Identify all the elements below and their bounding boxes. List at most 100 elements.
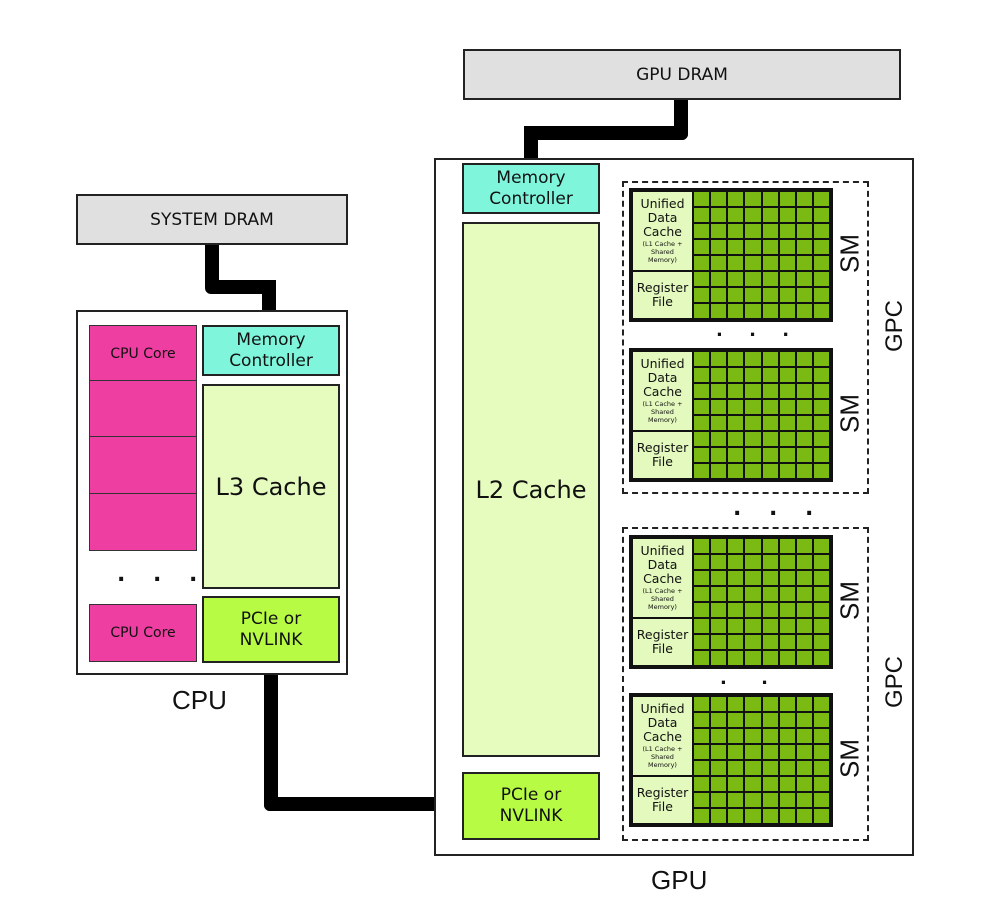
sm-core-cell	[779, 400, 795, 414]
sm-core-cell	[796, 224, 812, 238]
sm-core-cell	[711, 777, 727, 791]
sm-core-cell	[813, 651, 829, 665]
cpu-core-label: CPU Core	[110, 345, 176, 362]
sm-core-cell	[762, 464, 778, 478]
sm-core-cell	[762, 384, 778, 398]
sm-core-cell	[711, 224, 727, 238]
sm-core-cell	[779, 464, 795, 478]
sm-core-cell	[694, 603, 710, 617]
sm-core-cell	[711, 571, 727, 585]
sm-core-cell	[813, 464, 829, 478]
sm-core-cell	[813, 587, 829, 601]
sm-core-grid	[694, 192, 829, 318]
sm-core-cell	[745, 619, 761, 633]
sm-label: SM	[834, 581, 865, 620]
sm-core-cell	[745, 651, 761, 665]
cpu-label: CPU	[172, 685, 227, 715]
sm-core-cell	[745, 777, 761, 791]
pcie-wire-a	[264, 661, 278, 811]
sm-core-cell	[745, 809, 761, 823]
sm-core-cell	[728, 809, 744, 823]
sm-core-cell	[711, 272, 727, 286]
sm-core-cell	[796, 651, 812, 665]
sm-core-cell	[711, 240, 727, 254]
unified-data-cache-label: Unified	[640, 356, 685, 372]
sm-core-grid	[694, 697, 829, 823]
sm-core-cell	[762, 619, 778, 633]
sm-core-cell	[813, 416, 829, 430]
sm-core-cell	[813, 809, 829, 823]
sm-core-cell	[728, 464, 744, 478]
sm-core-cell	[745, 368, 761, 382]
sm-core-cell	[779, 635, 795, 649]
gpu-dram-label: GPU DRAM	[636, 64, 728, 85]
sm-core-cell	[694, 651, 710, 665]
gpu-label: GPU	[651, 865, 708, 895]
sm-core-cell	[711, 635, 727, 649]
l2-cache: L2 Cache	[462, 222, 600, 757]
sm-core-cell	[728, 635, 744, 649]
sm-core-cell	[745, 192, 761, 206]
sm-core-cell	[796, 539, 812, 553]
sm-core-cell	[694, 761, 710, 775]
sm-core-cell	[762, 761, 778, 775]
sm-core-cell	[779, 777, 795, 791]
sm-core-cell	[711, 400, 727, 414]
memory-controller-line2: Controller	[229, 350, 313, 371]
sm-core-cell	[779, 603, 795, 617]
sm-core-cell	[779, 288, 795, 302]
sm-core-cell	[779, 416, 795, 430]
sm-core-cell	[796, 745, 812, 759]
sm-core-cell	[711, 651, 727, 665]
sm-core-cell	[796, 635, 812, 649]
cpu-core	[89, 436, 197, 495]
sm-core-cell	[745, 208, 761, 222]
sm-core-cell	[694, 555, 710, 569]
cpu-core: CPU Core	[89, 604, 197, 662]
sm-core-cell	[813, 384, 829, 398]
interconnect-line2: NVLINK	[239, 629, 303, 650]
gpu-dram-wire-c	[524, 126, 538, 164]
sm-core-cell	[762, 416, 778, 430]
interconnect-line2: NVLINK	[499, 806, 563, 826]
sm-core-cell	[813, 729, 829, 743]
unified-data-cache-label: Data	[647, 557, 678, 573]
sm-core-cell	[813, 192, 829, 206]
sm-core-cell	[813, 697, 829, 711]
sm-core-cell	[796, 464, 812, 478]
sm-core-cell	[813, 400, 829, 414]
sm-core-cell	[745, 464, 761, 478]
sm-core-cell	[694, 571, 710, 585]
sm-core-cell	[728, 619, 744, 633]
cpu-core: CPU Core	[89, 325, 197, 382]
sm-core-cell	[813, 571, 829, 585]
gpu-interconnect: PCIe or NVLINK	[462, 772, 600, 840]
sm-core-cell	[796, 571, 812, 585]
sm-core-cell	[728, 192, 744, 206]
unified-data-cache-label: Unified	[640, 196, 685, 212]
sm-core-cell	[728, 651, 744, 665]
sm-core-cell	[779, 793, 795, 807]
sm-core-cell	[728, 224, 744, 238]
sm-core-cell	[694, 224, 710, 238]
sm-core-cell	[813, 793, 829, 807]
sm-core-cell	[745, 224, 761, 238]
sm-core-cell	[813, 288, 829, 302]
sm-core-cell	[762, 256, 778, 270]
sm-core-cell	[728, 539, 744, 553]
unified-data-cache-label: Unified	[640, 543, 685, 559]
sm-core-cell	[728, 416, 744, 430]
sm-core-cell	[745, 713, 761, 727]
unified-data-cache-note-line: Shared	[651, 753, 674, 762]
sm-core-cell	[762, 777, 778, 791]
sm-core-cell	[779, 304, 795, 318]
sm-core-cell	[796, 272, 812, 286]
sm-core-cell	[813, 448, 829, 462]
register-file-label: File	[652, 798, 673, 814]
